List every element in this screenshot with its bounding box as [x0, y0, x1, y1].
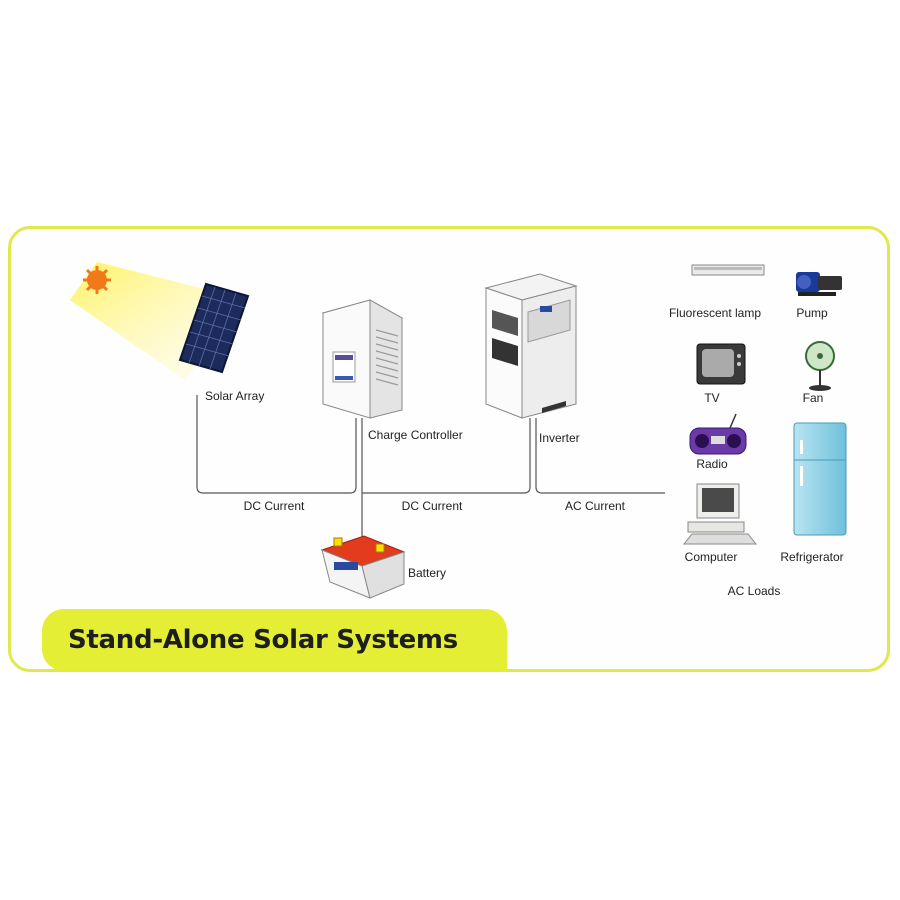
fan-icon: [805, 341, 835, 391]
pump-icon: [796, 272, 842, 296]
ac-current-label: AC Current: [564, 499, 626, 513]
battery-label: Battery: [408, 566, 447, 580]
fan-label: Fan: [802, 391, 824, 405]
refrigerator-icon: [793, 422, 847, 536]
solar-panel-icon: [178, 282, 250, 374]
wiring: [196, 395, 665, 540]
refrigerator-label: Refrigerator: [780, 550, 844, 564]
computer-label: Computer: [684, 550, 738, 564]
radio-icon: [689, 413, 747, 455]
wire-controller-to-inverter: [362, 418, 531, 494]
ac-loads-label: AC Loads: [727, 584, 781, 598]
computer-icon: [682, 483, 758, 545]
charge-controller-icon: [321, 299, 404, 419]
dc-current-label-1: DC Current: [243, 499, 305, 513]
inverter-icon: [484, 273, 578, 419]
solar-array-label: Solar Array: [205, 389, 265, 403]
fluorescent-lamp-label: Fluorescent lamp: [668, 306, 762, 320]
wire-inverter-to-loads: [535, 418, 665, 494]
dc-current-label-2: DC Current: [401, 499, 463, 513]
title-banner: Stand-Alone Solar Systems: [42, 609, 507, 671]
battery-icon: [320, 535, 406, 599]
radio-label: Radio: [696, 457, 728, 471]
tv-label: TV: [704, 391, 720, 405]
charge-controller-label: Charge Controller: [368, 428, 463, 442]
wire-solar-to-controller: [196, 395, 357, 494]
page-title: Stand-Alone Solar Systems: [68, 625, 458, 655]
fluorescent-lamp-icon: [691, 264, 765, 276]
inverter-label: Inverter: [539, 431, 580, 445]
pump-label: Pump: [796, 306, 828, 320]
tv-icon: [696, 343, 746, 385]
